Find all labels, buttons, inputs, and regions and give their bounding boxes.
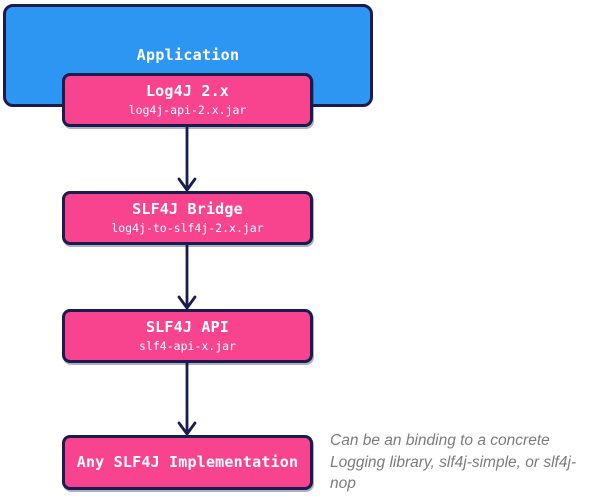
side-note-line: Logging library, slf4j-simple, or slf4j-: [330, 453, 577, 471]
arrow-bridge-to-api: [177, 245, 197, 309]
application-label: Application: [136, 46, 240, 64]
implementation-side-note: Can be an binding to a concrete Logging …: [330, 430, 606, 495]
node-slf4j-api-title: SLF4J API: [145, 318, 230, 337]
node-slf4j-implementation: Any SLF4J Implementation: [62, 435, 313, 490]
side-note-line: nop: [330, 475, 356, 492]
arrow-log4j-to-bridge: [177, 127, 197, 191]
node-slf4j-bridge: SLF4J Bridge log4j-to-slf4j-2.x.jar: [62, 191, 313, 245]
node-slf4j-api-jar: slf4-api-x.jar: [139, 338, 236, 353]
side-note-line: Can be an binding to a concrete: [330, 432, 550, 449]
node-log4j-title: Log4J 2.x: [145, 82, 230, 101]
node-slf4j-implementation-title: Any SLF4J Implementation: [76, 452, 299, 471]
node-log4j-jar: log4j-api-2.x.jar: [128, 102, 247, 117]
node-log4j: Log4J 2.x log4j-api-2.x.jar: [62, 73, 313, 127]
node-slf4j-bridge-jar: log4j-to-slf4j-2.x.jar: [111, 220, 264, 235]
node-slf4j-bridge-title: SLF4J Bridge: [132, 200, 243, 219]
arrow-api-to-implementation: [177, 363, 197, 435]
node-slf4j-api: SLF4J API slf4-api-x.jar: [62, 309, 313, 363]
